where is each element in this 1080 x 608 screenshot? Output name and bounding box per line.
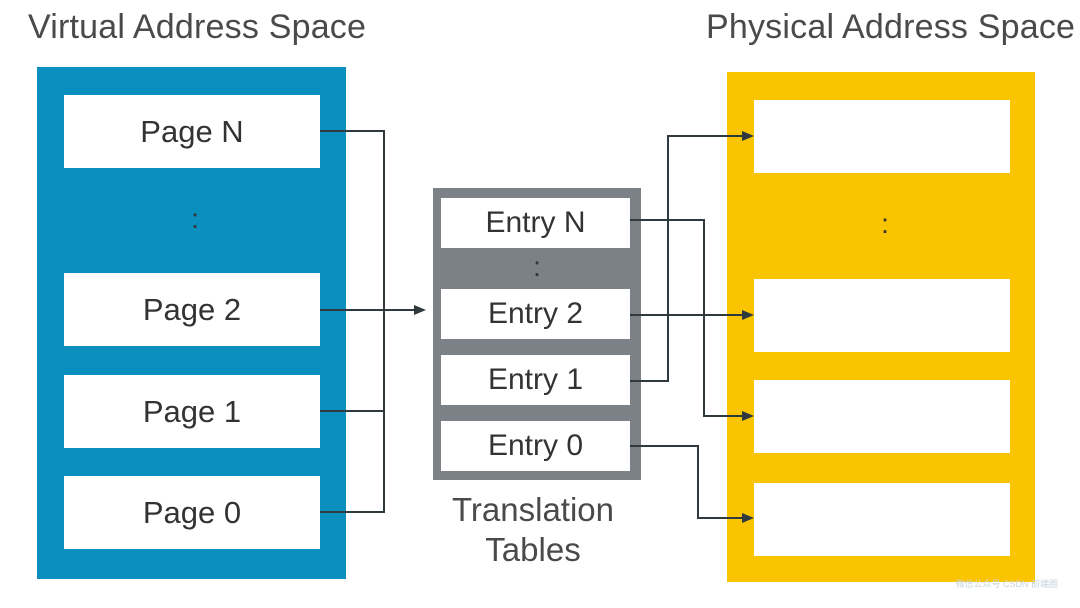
caption-line-2: Tables — [485, 531, 581, 568]
entry-0-connector — [630, 445, 742, 519]
entry-2-box: Entry 2 — [441, 289, 630, 339]
arrow-to-tables-icon — [414, 305, 426, 315]
entry-n-arrowhead-icon — [742, 411, 754, 421]
entry-0-arrowhead-icon — [742, 513, 754, 523]
page-2-box: Page 2 — [64, 273, 320, 346]
entry-1-connector — [630, 135, 742, 382]
page-1-box: Page 1 — [64, 375, 320, 448]
entry-n-connector — [630, 219, 742, 417]
watermark: 微信公众号 CSDN 前端圈 — [955, 579, 1058, 589]
physical-frame-3 — [754, 380, 1010, 453]
page-0-connector — [320, 312, 385, 513]
virtual-address-space-title: Virtual Address Space — [28, 8, 367, 46]
physical-address-space-title: Physical Address Space — [706, 8, 1076, 46]
caption-line-1: Translation — [451, 491, 615, 528]
entry-1-box: Entry 1 — [441, 355, 630, 405]
virtual-ellipsis: : — [191, 203, 199, 234]
physical-frame-top — [754, 100, 1010, 173]
translation-tables-caption: Translation Tables — [433, 490, 633, 570]
page-n-box: Page N — [64, 95, 320, 168]
page-n-connector — [320, 130, 385, 312]
entry-2-arrowhead-icon — [742, 310, 754, 320]
physical-frame-2 — [754, 279, 1010, 352]
physical-frame-bottom — [754, 483, 1010, 556]
tables-ellipsis: : — [533, 251, 541, 282]
entry-0-box: Entry 0 — [441, 421, 630, 471]
entry-n-box: Entry N — [441, 198, 630, 248]
page-0-box: Page 0 — [64, 476, 320, 549]
entry-1-arrowhead-icon — [742, 131, 754, 141]
physical-ellipsis: : — [881, 208, 889, 239]
